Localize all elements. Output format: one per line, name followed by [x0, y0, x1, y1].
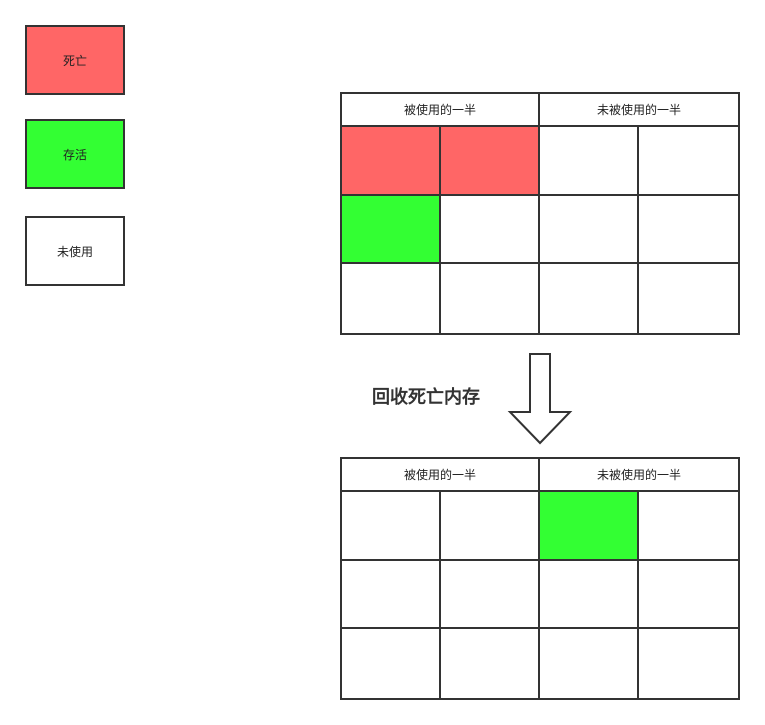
- memory-cell-unused: [639, 629, 738, 698]
- memory-cell-unused: [342, 264, 441, 333]
- gc-caption: 回收死亡内存: [372, 387, 480, 408]
- unused-half-header: 未被使用的一半: [540, 459, 738, 492]
- used-half-header: 被使用的一半: [342, 94, 540, 127]
- memory-cell-unused: [639, 195, 738, 265]
- memory-cell-unused: [342, 629, 441, 698]
- legend-alive-label: 存活: [62, 147, 87, 162]
- down-arrow-icon: [507, 353, 573, 445]
- memory-cell-unused: [342, 492, 441, 561]
- legend-unused-swatch: 未使用: [25, 216, 125, 286]
- memory-cell-alive: [540, 492, 639, 561]
- memory-cell-unused: [540, 264, 639, 333]
- legend-unused-label: 未使用: [56, 244, 93, 259]
- memory-cell-unused: [441, 560, 540, 630]
- memory-cell-unused: [441, 492, 540, 561]
- memory-cell-unused: [342, 560, 441, 630]
- memory-cell-dead: [342, 127, 441, 196]
- memory-after-grid: 被使用的一半 未被使用的一半: [340, 457, 740, 700]
- memory-cell-unused: [639, 560, 738, 630]
- memory-cell-unused: [639, 127, 738, 196]
- memory-cell-unused: [441, 264, 540, 333]
- memory-before-grid: 被使用的一半 未被使用的一半: [340, 92, 740, 335]
- memory-cell-unused: [540, 195, 639, 265]
- memory-cell-alive: [342, 195, 441, 265]
- legend-dead-swatch: 死亡: [25, 25, 125, 95]
- legend-dead-label: 死亡: [62, 53, 87, 68]
- memory-cell-unused: [441, 195, 540, 265]
- used-half-header: 被使用的一半: [342, 459, 540, 492]
- memory-cell-unused: [441, 629, 540, 698]
- memory-cell-unused: [540, 629, 639, 698]
- memory-cell-unused: [540, 127, 639, 196]
- legend-alive-swatch: 存活: [25, 119, 125, 189]
- memory-cell-unused: [639, 264, 738, 333]
- memory-cell-unused: [639, 492, 738, 561]
- unused-half-header: 未被使用的一半: [540, 94, 738, 127]
- memory-cell-dead: [441, 127, 540, 196]
- memory-cell-unused: [540, 560, 639, 630]
